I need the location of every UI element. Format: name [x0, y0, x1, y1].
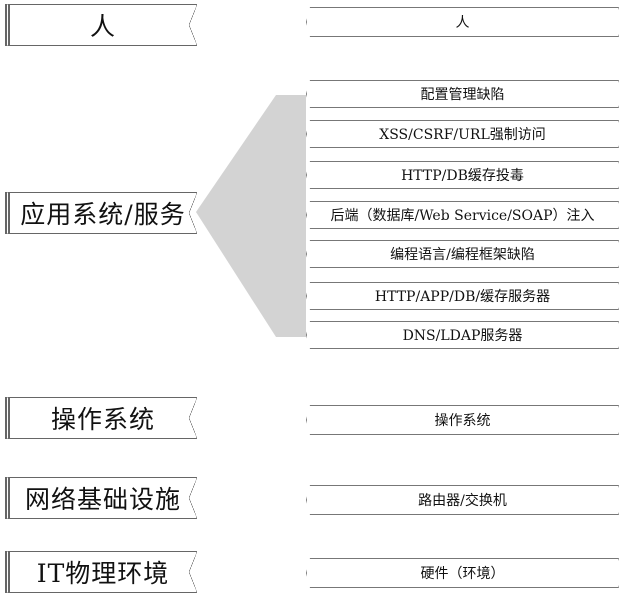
item-people: 人: [306, 7, 619, 37]
item-operating-system: 操作系统: [306, 405, 619, 435]
item-label: 编程语言/编程框架缺陷: [390, 247, 535, 263]
item-cache-poisoning: HTTP/DB缓存投毒: [306, 161, 619, 189]
layer-it-physical-environment: IT物理环境: [5, 551, 197, 593]
layer-label: 操作系统: [50, 405, 155, 434]
layer-people: 人: [5, 4, 197, 46]
item-router-switch: 路由器/交换机: [306, 485, 619, 515]
layer-network-infrastructure: 网络基础设施: [5, 477, 197, 519]
item-label: 硬件（环境）: [420, 566, 505, 582]
layer-label: 人: [89, 12, 116, 41]
layer-label: 应用系统/服务: [20, 200, 186, 229]
layer-label: 网络基础设施: [24, 485, 181, 514]
item-label: HTTP/DB缓存投毒: [401, 168, 524, 184]
item-label: 路由器/交换机: [418, 493, 507, 509]
item-dns-ldap: DNS/LDAP服务器: [306, 321, 619, 349]
item-label: 配置管理缺陷: [420, 87, 505, 103]
item-config-defects: 配置管理缺陷: [306, 80, 619, 108]
item-label: HTTP/APP/DB/缓存服务器: [374, 289, 551, 305]
layer-label: IT物理环境: [36, 559, 170, 588]
layer-application-services: 应用系统/服务: [5, 192, 197, 234]
item-label: 人: [455, 15, 470, 31]
item-xss-csrf: XSS/CSRF/URL强制访问: [306, 120, 619, 148]
item-language-framework-defects: 编程语言/编程框架缺陷: [306, 240, 619, 268]
item-label: XSS/CSRF/URL强制访问: [379, 127, 546, 143]
layer-operating-system: 操作系统: [5, 397, 197, 439]
item-label: DNS/LDAP服务器: [402, 328, 523, 344]
item-backend-injection: 后端（数据库/Web Service/SOAP）注入: [306, 201, 619, 229]
item-label: 操作系统: [434, 413, 491, 429]
item-hardware: 硬件（环境）: [306, 558, 619, 588]
item-servers: HTTP/APP/DB/缓存服务器: [306, 282, 619, 310]
item-label: 后端（数据库/Web Service/SOAP）注入: [330, 208, 595, 224]
